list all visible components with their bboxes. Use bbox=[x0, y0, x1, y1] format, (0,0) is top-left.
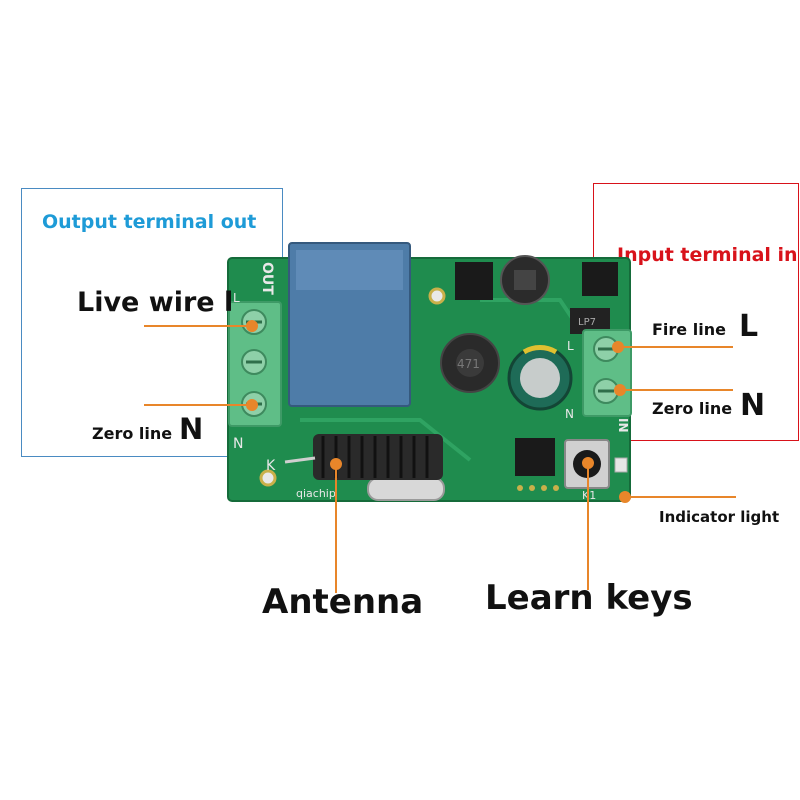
indicator-light-label: Indicator light bbox=[659, 508, 780, 526]
zero-line-left-label: Zero line bbox=[92, 424, 173, 443]
board-n-left: N bbox=[233, 436, 243, 452]
output-terminal-title: Output terminal out bbox=[42, 211, 257, 233]
indicator-led bbox=[614, 457, 628, 473]
board-k-left: K bbox=[266, 458, 276, 474]
mounting-hole bbox=[428, 287, 446, 305]
antenna-label: Antenna bbox=[262, 582, 424, 622]
ic-chip bbox=[515, 438, 555, 476]
board-l-left: L bbox=[233, 291, 240, 305]
zero-line-left-letter: N bbox=[179, 412, 204, 446]
pcb-trace bbox=[300, 418, 472, 462]
crystal-oscillator bbox=[367, 477, 445, 501]
board-k1: K1 bbox=[582, 489, 596, 502]
ic-chip bbox=[455, 262, 493, 300]
input-terminal-title: Input terminal in bbox=[617, 244, 798, 266]
mounting-hole bbox=[259, 469, 277, 487]
ic-chip bbox=[582, 262, 618, 296]
board-chip-code: LP7 bbox=[578, 317, 596, 328]
board-ic-code: 471 bbox=[457, 357, 480, 371]
antenna-coil bbox=[284, 434, 443, 480]
board-out-label: OUT bbox=[259, 262, 275, 295]
zero-line-right-label: Zero line bbox=[652, 399, 733, 418]
fire-line-label: Fire line bbox=[652, 320, 726, 339]
board-brand: qiachip bbox=[296, 487, 336, 500]
live-wire-label: Live wire l bbox=[77, 287, 234, 318]
board-n-right: N bbox=[565, 407, 574, 421]
board-in-label: IN bbox=[616, 418, 630, 433]
learn-keys-label: Learn keys bbox=[485, 578, 693, 618]
zero-line-right-letter: N bbox=[740, 388, 766, 423]
fire-line-letter: L bbox=[739, 309, 759, 344]
board-l-right: L bbox=[567, 339, 574, 353]
